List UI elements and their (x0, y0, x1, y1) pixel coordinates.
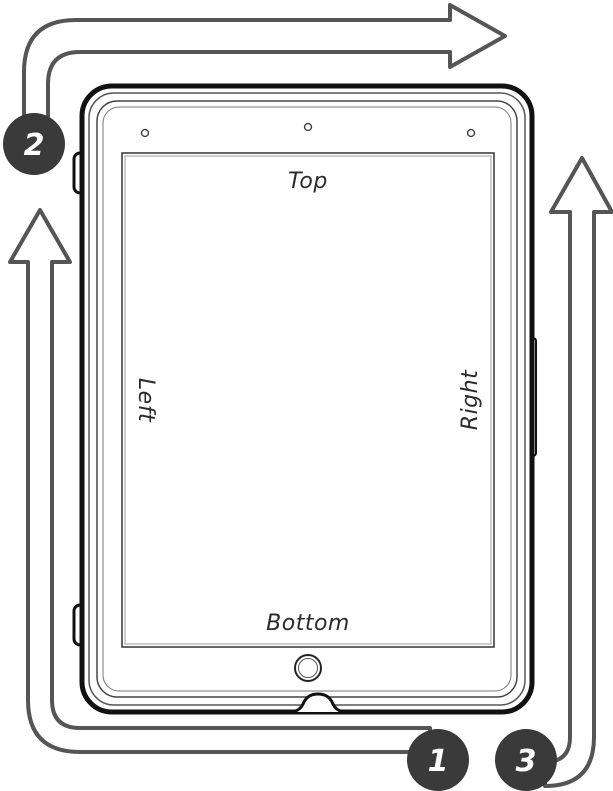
step-number-1: 1 (428, 744, 449, 779)
case-bottom-notch (276, 692, 360, 714)
tablet-screen (121, 152, 495, 648)
step-number-2: 2 (24, 128, 45, 163)
sensor-dot-left (140, 128, 150, 138)
label-left: Left (133, 378, 158, 423)
step-badge-2: 2 (3, 113, 65, 175)
label-bottom: Bottom (266, 611, 350, 636)
tablet-bezel (102, 106, 512, 692)
arrow-step-1 (8, 208, 432, 754)
step-badge-1: 1 (407, 729, 469, 791)
camera-dot (303, 122, 313, 132)
label-right: Right (458, 369, 483, 430)
label-top: Top (288, 169, 328, 194)
sensor-dot-right (466, 128, 476, 138)
arrow-step-3 (543, 156, 613, 788)
step-number-3: 3 (516, 744, 537, 779)
tablet-screen-inner (124, 155, 492, 645)
home-button-inner (298, 658, 318, 678)
step-badge-3: 3 (495, 729, 557, 791)
tablet-case (72, 83, 537, 715)
arrow-step-2 (22, 3, 507, 120)
